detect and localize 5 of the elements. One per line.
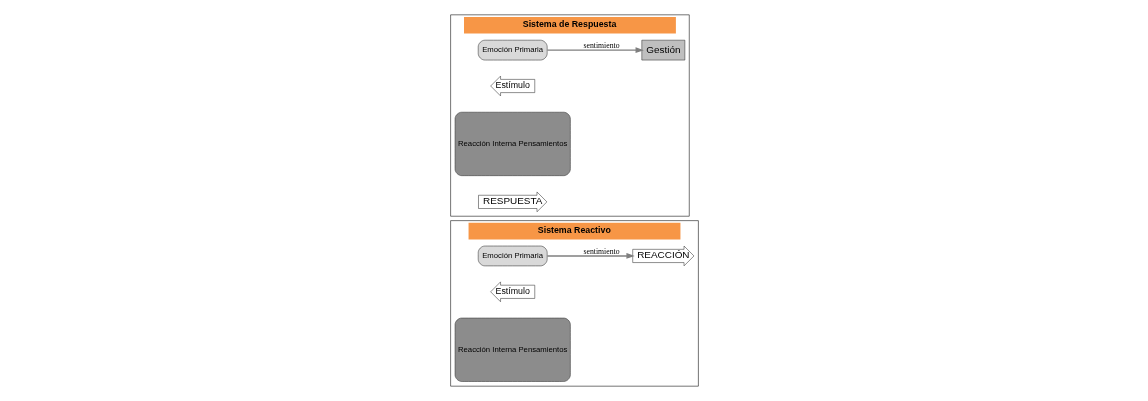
- arrow: [546, 47, 644, 54]
- node-box: Gestión: [641, 39, 685, 61]
- edge-label: sentimiento: [583, 41, 620, 51]
- arrow: [546, 253, 635, 259]
- edge-label: sentimiento: [583, 246, 620, 256]
